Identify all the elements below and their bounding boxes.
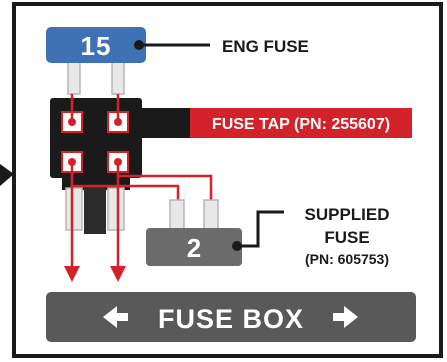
circuit-wires [70, 94, 213, 268]
supplied-fuse-callout-line [237, 210, 284, 248]
wire-supplied-right [116, 162, 213, 202]
supplied-fuse-label-line1: SUPPLIED [304, 205, 389, 224]
eng-fuse-blade-left [67, 57, 81, 95]
fuse-box-bg [46, 292, 416, 342]
pointer-triangle-icon [0, 164, 14, 186]
eng-fuse-label: ENG FUSE [222, 37, 309, 56]
eng-fuse-blade-right [111, 57, 125, 95]
fuse-box-label: FUSE BOX [158, 304, 304, 334]
eng-fuse-body [46, 27, 146, 63]
fuse-tap-label-bg [190, 108, 412, 138]
supplied-fuse: 2 [146, 199, 242, 266]
arrow-right-icon [333, 306, 358, 328]
eng-fuse-number: 15 [81, 31, 112, 61]
fuse-tap-label: FUSE TAP (PN: 255607) [212, 116, 390, 133]
fuse-tap-wire-stub [138, 108, 190, 138]
supplied-fuse-callout-dot [232, 241, 242, 251]
supplied-fuse-number: 2 [187, 233, 201, 263]
fuse-tap-blade-left [65, 187, 83, 231]
fuse-box-bar: FUSE BOX [46, 292, 416, 342]
fuse-tap-blade-right [107, 187, 125, 231]
arrow-down-right-icon [110, 266, 126, 282]
supplied-fuse-body [146, 228, 242, 266]
arrow-down-left-icon [64, 266, 80, 282]
eng-fuse-callout-dot [134, 40, 144, 50]
supplied-fuse-label-line2: FUSE [324, 228, 369, 247]
supplied-fuse-part-number: (PN: 605753) [305, 251, 389, 267]
arrow-left-icon [103, 306, 128, 328]
eng-fuse: 15 [46, 27, 146, 95]
fuse-tap-center-post [84, 186, 106, 234]
